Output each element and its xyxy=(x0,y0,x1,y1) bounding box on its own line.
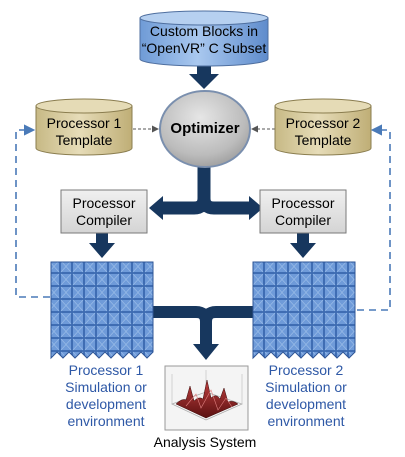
optimizer-split-arrowheads xyxy=(149,196,263,220)
processor2-compiler-label: Processor Compiler xyxy=(271,195,335,228)
custom-blocks-node xyxy=(139,10,269,67)
compiler2-to-sim2-arrow xyxy=(290,233,316,258)
feedback-loop-left xyxy=(15,124,50,298)
processor2-template-node xyxy=(274,98,372,156)
processor1-compiler-node xyxy=(60,189,148,234)
processor1-compiler-label: Processor Compiler xyxy=(72,195,136,228)
processor2-sim-label: Processor 2 Simulation or development en… xyxy=(265,362,347,429)
sims-to-analysis-arrowhead xyxy=(193,344,219,360)
processor2-compiler-node xyxy=(259,189,347,234)
sims-to-analysis-arrow xyxy=(152,306,254,346)
processor1-sim-grid xyxy=(50,261,154,360)
optimizer-node xyxy=(159,90,251,168)
processor1-template-node xyxy=(35,98,133,156)
processor2-template-label: Processor 2 Template xyxy=(285,115,361,148)
compiler1-to-sim1-arrow xyxy=(89,233,115,258)
analysis-system-label: Analysis System xyxy=(153,434,257,450)
custom-blocks-label: Custom Blocks in “OpenVR” C Subset xyxy=(141,23,267,56)
processor1-template-label: Processor 1 Template xyxy=(46,115,122,148)
processor1-sim-label: Processor 1 Simulation or development en… xyxy=(65,362,147,429)
processor2-sim-grid xyxy=(252,261,356,360)
feedback-loop-right xyxy=(357,124,391,311)
analysis-plot-icon xyxy=(164,365,249,431)
optimizer-split-arrow xyxy=(163,165,250,215)
optimizer-label: Optimizer xyxy=(170,120,240,137)
